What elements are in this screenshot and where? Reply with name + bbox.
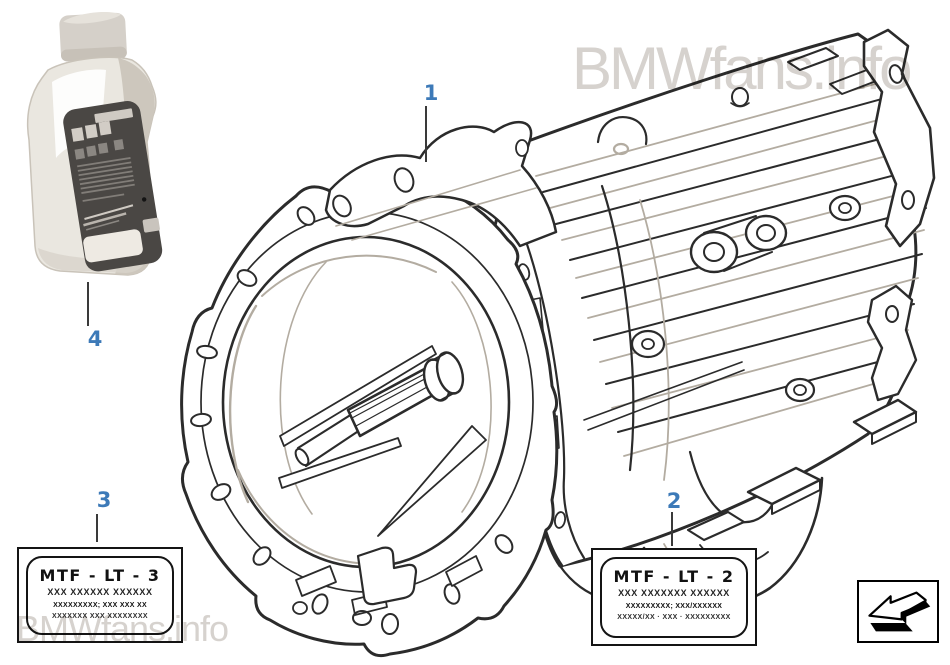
- callout-2[interactable]: 2: [666, 489, 682, 513]
- direction-arrow-icon: [868, 591, 931, 631]
- label-mtf-lt-3-inner: MTF - LT - 3 XXX XXXXXX XXXXXX XXXXXXXXX…: [26, 556, 174, 635]
- label-line4: XXXXXXX XXX XXXXXXXX: [52, 613, 148, 620]
- bell-housing: [180, 120, 559, 658]
- callout-4[interactable]: 4: [87, 327, 103, 351]
- oil-bottle-illustration: [26, 12, 163, 276]
- direction-arrow-box: [857, 580, 939, 643]
- label-line4: XXXXX/XX · XXX · XXXXXXXXX: [617, 614, 731, 621]
- gear-case: [490, 28, 936, 605]
- label-line3: XXXXXXXXX; XXX XXX XX: [53, 602, 147, 609]
- label-mtf-lt-2-inner: MTF - LT - 2 XXX XXXXXXX XXXXXX XXXXXXXX…: [600, 557, 748, 638]
- callout-2-leader: [671, 512, 673, 546]
- label-mtf-lt-2: MTF - LT - 2 XXX XXXXXXX XXXXXX XXXXXXXX…: [591, 548, 757, 646]
- callout-1[interactable]: 1: [423, 81, 439, 105]
- label-title: MTF - LT - 2: [613, 567, 735, 586]
- label-line3: XXXXXXXXX; XXX/XXXXXX: [625, 603, 723, 610]
- label-title: MTF - LT - 3: [39, 566, 161, 585]
- callout-3-leader: [96, 514, 98, 542]
- input-shaft: [278, 345, 487, 537]
- label-line2: XXX XXXXXXX XXXXXX: [618, 588, 730, 598]
- label-mtf-lt-3: MTF - LT - 3 XXX XXXXXX XXXXXX XXXXXXXXX…: [17, 547, 183, 643]
- callout-1-leader: [425, 106, 427, 162]
- label-line2: XXX XXXXXX XXXXXX: [47, 587, 153, 597]
- callout-3[interactable]: 3: [96, 488, 112, 512]
- callout-4-leader: [87, 282, 89, 326]
